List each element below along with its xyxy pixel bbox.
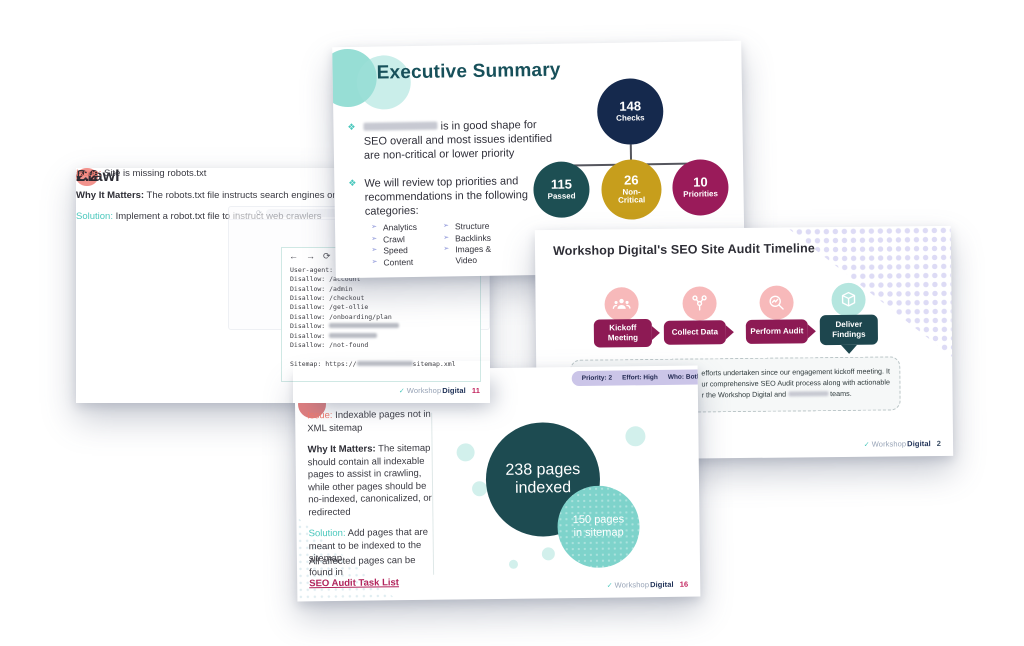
- decorative-bubble: [471, 481, 488, 497]
- note-line: r the Workshop Digital and teams.: [701, 389, 852, 400]
- robots-line: Disallow:: [290, 322, 480, 331]
- decorative-bubble: [508, 559, 519, 569]
- collect-data-icon: [682, 286, 717, 321]
- kickoff-meeting-icon: [604, 287, 639, 322]
- slide-footer-logo: ✓ Workshop Digital 11: [398, 386, 480, 395]
- issue-label: Issue:: [307, 410, 333, 422]
- affected-pages-note: All affected pages can be found in SEO A…: [308, 555, 416, 590]
- deliver-findings-icon: [831, 282, 866, 318]
- page-number: 16: [679, 579, 689, 589]
- issue-text: Site is missing robots.txt: [101, 168, 207, 179]
- robots-line: Disallow: /get-ollie: [290, 303, 369, 312]
- sitemap-pages-circle: 150 pages in sitemap: [557, 485, 641, 569]
- issue-paragraph: Issue: Site is missing robots.txt: [76, 168, 432, 181]
- slide-audit-timeline: Workshop Digital's SEO Site Audit Timeli…: [534, 225, 954, 461]
- robots-line: User-agent: *: [290, 266, 341, 274]
- why-paragraph: Why It Matters: The robots.txt file inst…: [76, 190, 432, 203]
- forward-icon: →: [306, 251, 315, 261]
- timeline-step-perform-audit: Perform Audit: [745, 319, 809, 344]
- slide-footer-logo: ✓ Workshop Digital 16: [606, 579, 689, 590]
- seo-audit-task-list-link[interactable]: SEO Audit Task List: [309, 577, 400, 590]
- why-text: The robots.txt file instructs search eng…: [144, 189, 432, 201]
- section-number-badge: 2.2: [76, 168, 99, 186]
- robots-txt-viewer: ← → ⟳ User-agent: * Disallow: /account D…: [293, 361, 481, 382]
- redacted-client-name: [788, 391, 829, 397]
- decorative-bubble: [456, 443, 475, 462]
- exec-content: Executive Summary ❖ is in good shape for…: [332, 41, 741, 267]
- slide-title: Crawl: [76, 168, 120, 185]
- slide-title: Workshop Digital's SEO Site Audit Timeli…: [552, 241, 815, 258]
- timeline-step-collect-data: Collect Data: [663, 320, 727, 345]
- robots-txt-content: User-agent: * Disallow: /account Disallo…: [282, 264, 480, 369]
- robots-line: Disallow: /checkout: [290, 294, 365, 303]
- issue-label: Issue:: [76, 168, 102, 179]
- diagram-node-priorities: 10 Priorities: [672, 159, 729, 216]
- why-label: Why It Matters:: [76, 189, 145, 201]
- page-number: 11: [471, 386, 480, 395]
- back-icon: ←: [234, 209, 241, 217]
- diagram-node-checks: 148 Checks: [596, 78, 664, 146]
- solution-text: Implement a robot.txt file to instruct w…: [112, 211, 322, 223]
- solution-label: Solution:: [76, 211, 113, 223]
- back-icon: ←: [289, 251, 298, 261]
- redacted-path: [329, 323, 400, 329]
- priority-value: Priority: 2: [581, 374, 613, 382]
- priority-effort-bar: Priority: 2 Effort: High Who: Both: [571, 369, 701, 387]
- diagram-node-passed: 115 Passed: [533, 161, 590, 219]
- summary-note-text: efforts undertaken since our engagement …: [701, 365, 895, 400]
- timeline-step-kickoff: Kickoff Meeting: [593, 318, 653, 348]
- timeline-content: Workshop Digital's SEO Site Audit Timeli…: [535, 226, 953, 460]
- logo-check-icon: ✓: [606, 582, 613, 590]
- effort-value: Effort: High: [622, 374, 658, 382]
- robots-line: Disallow: /onboarding/plan: [290, 312, 392, 321]
- logo-check-icon: ✓: [398, 388, 405, 395]
- who-value: Who: Both: [667, 373, 701, 381]
- page-number: 2: [936, 438, 942, 448]
- timeline-step-deliver-findings: Deliver Findings: [819, 314, 879, 346]
- logo-check-icon: ✓: [863, 441, 870, 449]
- robots-line: Disallow: /not-found: [290, 340, 369, 349]
- robots-line: Disallow:: [290, 332, 480, 341]
- perform-audit-icon: [759, 285, 794, 320]
- browser-nav-bar: ← → ⟳: [282, 248, 480, 264]
- diagram-node-non-critical: 26 Non-Critical: [601, 159, 662, 221]
- section-number: 2.2: [76, 168, 99, 185]
- robots-line: Disallow: /admin: [290, 284, 353, 293]
- solution-label: Solution:: [308, 528, 346, 540]
- solution-paragraph: Solution: Implement a robot.txt file to …: [76, 211, 432, 224]
- robots-txt-content: User-agent: * Disallow: /account Disallo…: [293, 361, 480, 369]
- redacted-path: [329, 332, 378, 338]
- why-paragraph: Why It Matters: The sitemap should conta…: [308, 443, 435, 520]
- text-column: Issue: Indexable pages not in XML sitema…: [307, 409, 435, 575]
- robots-blank-line: [290, 350, 480, 359]
- slide-crawl-corner: ← → ⟳ User-agent: * Disallow: /account D…: [293, 361, 490, 403]
- decorative-bubble: [625, 426, 646, 447]
- forward-icon: →: [245, 209, 252, 217]
- issue-paragraph: Issue: Indexable pages not in XML sitema…: [307, 409, 433, 436]
- slide-footer-logo: ✓ Workshop Digital 2: [863, 438, 942, 449]
- refresh-icon: ⟳: [256, 210, 262, 217]
- robots-line: Disallow: /account: [290, 275, 361, 284]
- text-column: Issue: Site is missing robots.txt Why It…: [76, 168, 432, 233]
- why-label: Why It Matters:: [307, 443, 376, 456]
- refresh-icon: ⟳: [323, 250, 331, 261]
- decorative-bubble: [541, 547, 555, 561]
